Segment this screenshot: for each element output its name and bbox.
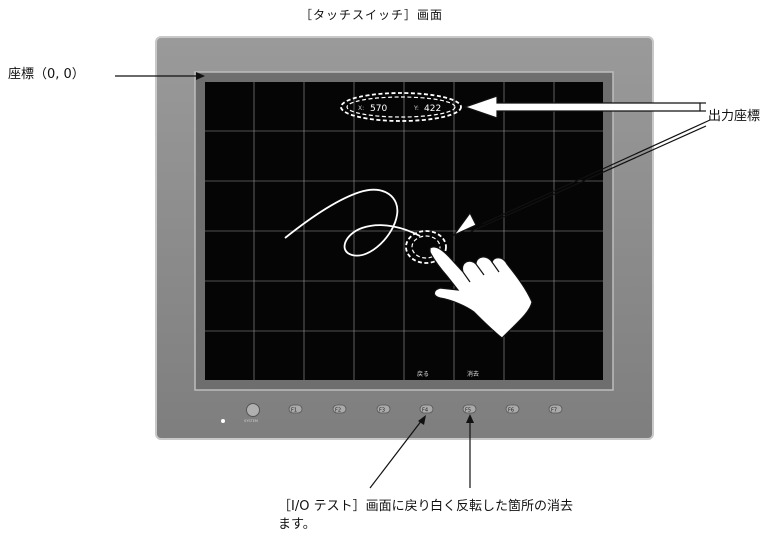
output-coords-callout: 出力座標 bbox=[708, 109, 761, 124]
f4-leader-arrow bbox=[369, 415, 426, 489]
origin-arrow bbox=[115, 72, 205, 80]
f6-key[interactable]: F6 bbox=[505, 404, 520, 414]
power-led bbox=[221, 419, 225, 423]
f4-callout-line1: ［I/O テスト］画面に戻り bbox=[278, 499, 431, 514]
back-label[interactable]: 戻る bbox=[417, 370, 429, 378]
f2-key-label: F2 bbox=[335, 408, 341, 414]
f4-callout: ［I/O テスト］画面に戻り ます。 bbox=[278, 498, 431, 534]
origin-callout: 座標（0, 0） bbox=[8, 67, 85, 82]
output-coords-arrow-diagonal bbox=[452, 119, 711, 237]
f6-key-label: F6 bbox=[508, 408, 514, 414]
f3-key-label: F3 bbox=[379, 408, 385, 414]
diagram-caption: ［タッチスイッチ］画面 bbox=[300, 8, 444, 22]
f4-key[interactable]: F4 bbox=[419, 404, 434, 414]
f5-leader-arrow bbox=[466, 414, 474, 488]
f5-key-label: F5 bbox=[465, 408, 471, 414]
system-label: SYSTEM bbox=[244, 419, 258, 423]
pointing-hand-icon bbox=[429, 246, 533, 339]
f7-key[interactable]: F7 bbox=[548, 404, 563, 414]
f1-key[interactable]: F1 bbox=[288, 404, 303, 414]
function-keys: F1 F2 F3 F4 F5 F6 F7 bbox=[288, 404, 563, 414]
touch-trace bbox=[284, 188, 421, 257]
touch-point-highlight-outer bbox=[405, 230, 447, 264]
f3-key[interactable]: F3 bbox=[376, 404, 391, 414]
x-value: 570 bbox=[370, 104, 387, 114]
f4-key-label: F4 bbox=[422, 408, 428, 414]
y-value: 422 bbox=[424, 104, 441, 114]
clear-label[interactable]: 消去 bbox=[467, 370, 479, 378]
touch-point-highlight-inner bbox=[411, 235, 441, 259]
readout-highlight-outer bbox=[340, 92, 462, 122]
f5-callout: 白く反転した箇所の消去 bbox=[430, 499, 574, 514]
y-label: Y: bbox=[413, 105, 419, 112]
f4-callout-line2: ます。 bbox=[278, 517, 316, 532]
f2-key[interactable]: F2 bbox=[332, 404, 347, 414]
f5-key[interactable]: F5 bbox=[462, 404, 477, 414]
coordinate-readout: X: 570 Y: 422 bbox=[358, 104, 441, 114]
f7-key-label: F7 bbox=[551, 408, 557, 414]
x-label: X: bbox=[358, 105, 364, 112]
system-button[interactable] bbox=[246, 403, 260, 417]
readout-highlight-inner bbox=[346, 96, 456, 118]
f1-key-label: F1 bbox=[291, 408, 297, 414]
output-coords-arrow-top bbox=[463, 95, 706, 119]
